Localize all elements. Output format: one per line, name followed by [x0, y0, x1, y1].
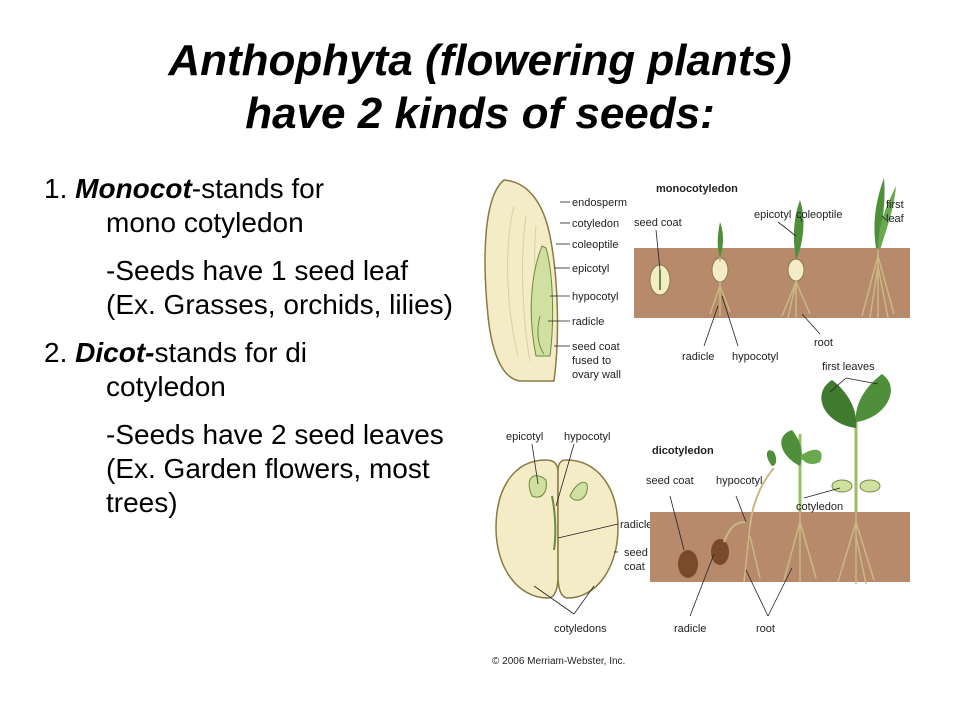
dicot-heading: 2. Dicot-stands for di [44, 336, 464, 370]
monocot-definition: -stands for [191, 173, 325, 204]
di-seq-hypocotyl: hypocotyl [716, 475, 762, 487]
seed-germination-diagram: endosperm cotyledon coleoptile epicotyl … [484, 178, 910, 667]
label-epicotyl: epicotyl [572, 263, 609, 275]
di-seq-root: root [756, 623, 775, 635]
di-seed-cotyledons: cotyledons [554, 623, 607, 635]
di-seq-first-leaves: first leaves [822, 361, 875, 373]
mono-seq-epicotyl: epicotyl [754, 209, 791, 221]
title-line-1: Anthophyta (flowering plants) [168, 36, 792, 85]
monocot-seq-leaders [655, 215, 887, 347]
dicot-term: Dicot- [75, 337, 155, 368]
title-line-2: have 2 kinds of seeds: [245, 89, 715, 138]
di-seq-cotyledon: cotyledon [796, 501, 843, 513]
di-seed-epicotyl: epicotyl [506, 431, 543, 443]
dicot-seed-illustration [495, 459, 619, 599]
monocot-number: 1. [44, 173, 76, 204]
dicot-definition-cont: cotyledon [106, 371, 226, 402]
label-cotyledon: cotyledon [572, 218, 619, 230]
di-seed-coat: coat [624, 561, 645, 573]
di-seq-seed-coat: seed coat [646, 475, 694, 487]
monocot-heading: 1. Monocot-stands for [44, 172, 464, 206]
monocot-definition-cont: mono cotyledon [106, 207, 304, 238]
dicot-number: 2. [44, 337, 76, 368]
label-fused-to: fused to [572, 355, 611, 367]
mono-seq-seed-coat: seed coat [634, 217, 682, 229]
slide-title: Anthophyta (flowering plants) have 2 kin… [0, 34, 960, 140]
di-seed-hypocotyl: hypocotyl [564, 431, 610, 443]
label-endosperm: endosperm [572, 197, 627, 209]
mono-seq-coleoptile: coleoptile [796, 209, 842, 221]
mono-seq-radicle: radicle [682, 351, 714, 363]
monocotyledon-heading: monocotyledon [656, 183, 738, 195]
monocot-seedlings [649, 178, 896, 319]
slide-body: 1. Monocot-stands for mono cotyledon -Se… [44, 172, 464, 520]
dicot-seed-leaders [531, 443, 619, 615]
label-ovary-wall: ovary wall [572, 369, 621, 381]
monocot-term: Monocot [75, 173, 192, 204]
mono-seq-first-leaf-1: first [886, 199, 904, 211]
label-seed-coat: seed coat [572, 341, 620, 353]
label-hypocotyl: hypocotyl [572, 291, 618, 303]
monocot-soil [634, 248, 910, 318]
label-coleoptile: coleoptile [572, 239, 618, 251]
di-seq-radicle: radicle [674, 623, 706, 635]
mono-seq-first-leaf-2: leaf [886, 213, 905, 225]
mono-seq-root: root [814, 337, 833, 349]
di-seed-seed: seed [624, 547, 648, 559]
dicot-description: -Seeds have 2 seed leaves (Ex. Garden fl… [106, 419, 444, 518]
monocot-seed-labels: endosperm cotyledon coleoptile epicotyl … [548, 197, 627, 381]
dicotyledon-heading: dicotyledon [652, 445, 714, 457]
di-seed-radicle: radicle [620, 519, 652, 531]
copyright-notice: © 2006 Merriam-Webster, Inc. [492, 656, 625, 667]
mono-seq-hypocotyl: hypocotyl [732, 351, 778, 363]
dicot-definition: stands for di [154, 337, 307, 368]
monocot-seed-illustration [484, 179, 559, 382]
dicot-seq-leaders [669, 377, 879, 617]
label-radicle: radicle [572, 316, 604, 328]
monocot-description: -Seeds have 1 seed leaf (Ex. Grasses, or… [106, 255, 453, 320]
